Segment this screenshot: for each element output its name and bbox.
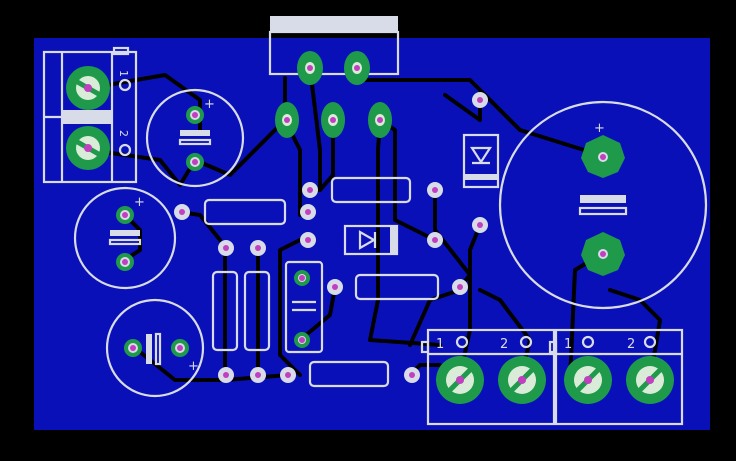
bottom-terminal-a-outline xyxy=(426,328,556,426)
small-pads xyxy=(116,92,488,383)
cap-c3-plus: + xyxy=(188,359,199,374)
regulator-heatsink-tab xyxy=(270,16,398,32)
cap-c1-outline xyxy=(145,88,245,188)
silkscreen-layer: 1 2 + + + + xyxy=(42,16,708,426)
resistor-r2-outline xyxy=(330,176,412,204)
bottom-terminal-a-pin1-label: 1 xyxy=(436,337,444,352)
resistor-r5-outline xyxy=(211,270,239,352)
resistor-r4-outline xyxy=(308,360,390,388)
left-terminal-pin2-label: 2 xyxy=(117,130,130,137)
bottom-terminal-a-pin2-label: 2 xyxy=(500,337,508,352)
large-pads xyxy=(66,66,674,404)
bottom-terminal-b-pin1-label: 1 xyxy=(564,337,572,352)
resistor-r3-outline xyxy=(354,273,440,301)
regulator-pads xyxy=(275,51,392,138)
cap-c3-outline xyxy=(105,298,205,398)
cap-c2-plus: + xyxy=(134,195,145,210)
bottom-terminal-b-outline xyxy=(554,328,684,426)
cap-large-plus: + xyxy=(594,121,605,136)
cap-ceramic-outline xyxy=(284,260,324,354)
left-terminal-pin1-label: 1 xyxy=(117,70,130,77)
bottom-terminal-b-pin2-label: 2 xyxy=(627,337,635,352)
diode-d2-outline xyxy=(462,133,500,189)
cap-c1-plus: + xyxy=(204,97,215,112)
cap-c-large-outline xyxy=(498,100,708,310)
resistor-r1-outline xyxy=(203,198,287,226)
cap-c2-outline xyxy=(73,186,177,290)
resistor-r6-outline xyxy=(243,270,271,352)
diode-d1-outline xyxy=(343,224,399,256)
regulator-body-outline xyxy=(268,30,400,76)
